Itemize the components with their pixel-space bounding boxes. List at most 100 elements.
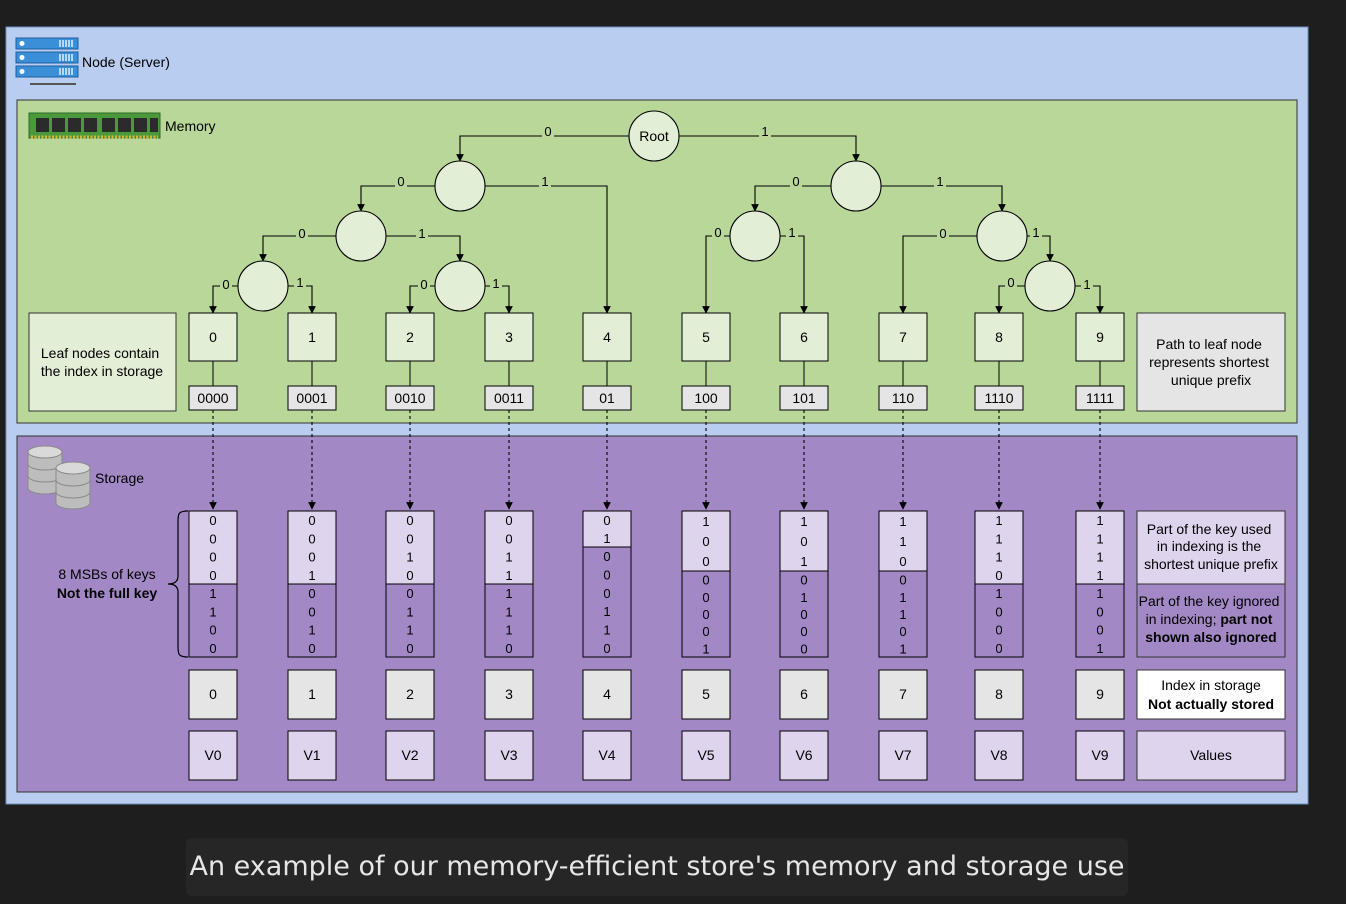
edge-label-bg	[1081, 277, 1093, 291]
prefix-label: 0001	[296, 390, 327, 406]
value-box	[188, 730, 238, 781]
leaf-index-label: 6	[800, 329, 808, 345]
legend-values-text: Values	[1190, 747, 1232, 763]
leaf-index-label: 7	[899, 329, 907, 345]
brace-note-line2: Not the full key	[57, 585, 158, 601]
storage-index-label: 6	[800, 686, 808, 702]
value-box	[974, 730, 1024, 781]
edge-bit-label: 0	[792, 174, 799, 189]
path-note-text: Path to leaf node represents shortest un…	[1149, 336, 1273, 388]
storage-index-box	[188, 669, 238, 720]
key-bit: 1	[899, 590, 906, 605]
key-bit: 1	[603, 604, 610, 619]
value-box	[582, 730, 632, 781]
tree-edge	[386, 235, 464, 262]
leaf-index-label: 5	[702, 329, 710, 345]
key-bit: 1	[1096, 531, 1103, 546]
legend-ignored-text: Part of the key ignored in indexing; par…	[1139, 593, 1284, 645]
edge-bit-label: 0	[298, 226, 305, 241]
value-label: V1	[303, 747, 320, 763]
value-label: V9	[1091, 747, 1108, 763]
key-bit: 0	[406, 513, 413, 528]
key-bit: 0	[308, 513, 315, 528]
value-box	[385, 730, 435, 781]
key-bit: 0	[308, 604, 315, 619]
edge-bit-label: 0	[420, 277, 427, 292]
value-label: V3	[500, 747, 517, 763]
key-bit: 0	[995, 623, 1002, 638]
tree-node	[434, 160, 486, 212]
prefix-label: 1110	[984, 390, 1013, 406]
bits-brace	[167, 510, 189, 658]
key-bit: 1	[406, 550, 413, 565]
edge-label-bg	[786, 225, 798, 239]
key-bit: 0	[800, 573, 807, 588]
key-bit: 1	[406, 623, 413, 638]
storage-index-box	[681, 669, 731, 720]
path-note-box	[1136, 312, 1286, 412]
storage-index-box	[582, 669, 632, 720]
key-bit: 0	[308, 531, 315, 546]
key-bit: 1	[800, 590, 807, 605]
key-bit: 0	[899, 573, 906, 588]
edge-bit-label: 1	[788, 225, 795, 240]
key-bit: 1	[899, 514, 906, 529]
key-bit: 0	[406, 641, 413, 656]
leaf-index-label: 3	[505, 329, 513, 345]
storage-index-label: 2	[406, 686, 414, 702]
figure-caption: An example of our memory-efficient store…	[186, 838, 1128, 896]
key-bit: 0	[209, 641, 216, 656]
key-prefix-cell	[582, 510, 632, 548]
edge-label-bg	[296, 226, 308, 240]
legend-ignored-box	[1136, 583, 1286, 658]
leaf-index-label: 2	[406, 329, 414, 345]
key-bit: 1	[899, 607, 906, 622]
edge-label-bg	[790, 174, 802, 188]
storage-index-box	[287, 669, 337, 720]
value-box	[779, 730, 829, 781]
edge-bit-label: 0	[714, 225, 721, 240]
key-bit: 0	[702, 607, 709, 622]
key-bit: 0	[603, 641, 610, 656]
key-rest-cell	[582, 546, 632, 658]
key-bit: 0	[209, 568, 216, 583]
storage-index-box	[779, 669, 829, 720]
leaf-node	[681, 312, 731, 362]
key-rest-cell	[974, 583, 1024, 658]
key-rest-cell	[188, 583, 238, 658]
storage-index-box	[878, 669, 928, 720]
edge-bit-label: 1	[1083, 277, 1090, 292]
key-bit: 0	[505, 531, 512, 546]
key-bit: 1	[800, 514, 807, 529]
tree-node	[976, 210, 1028, 262]
key-bit: 1	[209, 586, 216, 601]
key-bit: 0	[1096, 623, 1103, 638]
key-bit: 0	[603, 586, 610, 601]
prefix-label: 0010	[394, 390, 425, 406]
leaf-node	[1075, 312, 1125, 362]
key-bit: 1	[505, 568, 512, 583]
memory-label: Memory	[165, 118, 216, 134]
key-bit: 1	[1096, 586, 1103, 601]
key-bit: 1	[406, 604, 413, 619]
edge-bit-label: 0	[939, 226, 946, 241]
key-bit: 0	[209, 623, 216, 638]
prefix-box	[188, 385, 238, 411]
tree-node	[335, 210, 387, 262]
legend-index-line2: Not actually stored	[1148, 696, 1274, 712]
edge-bit-label: 1	[418, 226, 425, 241]
storage-index-box	[1075, 669, 1125, 720]
key-bit: 0	[995, 641, 1002, 656]
edge-label-bg	[934, 174, 946, 188]
key-bit: 1	[505, 623, 512, 638]
storage-index-label: 8	[995, 686, 1003, 702]
key-bit: 0	[406, 586, 413, 601]
key-bit: 1	[505, 604, 512, 619]
key-prefix-cell	[681, 510, 731, 572]
edge-label-bg	[539, 174, 551, 188]
storage-index-label: 0	[209, 686, 217, 702]
value-box	[484, 730, 534, 781]
leaf-node	[188, 312, 238, 362]
key-bit: 0	[406, 531, 413, 546]
